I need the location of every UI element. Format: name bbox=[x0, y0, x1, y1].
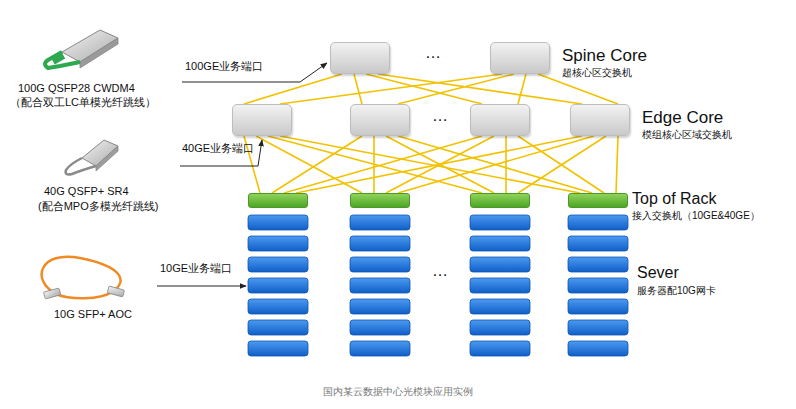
label-text: (配合MPO多模光纤跳线) bbox=[38, 200, 158, 213]
edge-switch bbox=[232, 104, 292, 136]
server-box bbox=[350, 341, 410, 356]
link-line bbox=[280, 74, 502, 104]
server-box bbox=[470, 341, 530, 356]
link-line bbox=[354, 74, 362, 104]
server-box bbox=[350, 278, 410, 293]
qsfp28-module bbox=[45, 30, 118, 68]
server-box bbox=[470, 236, 530, 251]
server-box bbox=[470, 215, 530, 230]
server-box bbox=[350, 299, 410, 314]
link-line bbox=[268, 136, 482, 193]
label-text: （配合双工LC单模光纤跳线） bbox=[10, 96, 156, 109]
edge-switch bbox=[470, 104, 530, 136]
link-line bbox=[244, 74, 342, 104]
port-label: 100GE业务端口 bbox=[185, 60, 263, 73]
link-line bbox=[505, 136, 507, 193]
server-racks bbox=[248, 215, 628, 356]
ellipsis: … bbox=[432, 262, 448, 280]
link-line bbox=[518, 74, 526, 104]
tor-switch bbox=[470, 193, 530, 208]
tier-title: Top of Rack bbox=[632, 190, 716, 208]
server-box bbox=[568, 215, 628, 230]
aoc-cable bbox=[42, 257, 125, 299]
tier-title: Edge Core bbox=[642, 108, 723, 128]
tor-switch bbox=[350, 193, 410, 208]
port-label: 10GE业务端口 bbox=[160, 262, 232, 275]
tor-switch bbox=[248, 193, 308, 208]
link-line bbox=[272, 136, 362, 193]
server-box bbox=[470, 299, 530, 314]
server-box bbox=[568, 320, 628, 335]
label-text: 40G QSFP+ SR4 bbox=[44, 185, 129, 198]
port-label: 40GE业务端口 bbox=[182, 142, 254, 155]
server-box bbox=[248, 341, 308, 356]
server-box bbox=[248, 299, 308, 314]
tier-title: Sever bbox=[637, 264, 679, 282]
server-box bbox=[350, 320, 410, 335]
link-line bbox=[296, 136, 582, 193]
caption: 国内某云数据中心光模块应用实例 bbox=[323, 386, 473, 398]
qsfp-plus-module bbox=[66, 140, 118, 175]
server-box bbox=[568, 341, 628, 356]
ellipsis: … bbox=[432, 107, 448, 125]
label-text: 10G SFP+ AOC bbox=[54, 308, 132, 321]
spine-switch bbox=[490, 42, 550, 74]
server-box bbox=[248, 215, 308, 230]
server-box bbox=[470, 278, 530, 293]
server-box bbox=[248, 278, 308, 293]
edge-switch bbox=[350, 104, 410, 136]
server-box bbox=[568, 299, 628, 314]
server-box bbox=[248, 320, 308, 335]
tor-switch bbox=[568, 193, 628, 208]
leader-arrow bbox=[180, 140, 262, 166]
server-box bbox=[568, 257, 628, 272]
server-box bbox=[470, 257, 530, 272]
tier-subtitle: 模组核心区域交换机 bbox=[642, 129, 732, 141]
server-box bbox=[568, 236, 628, 251]
edge-switch bbox=[570, 104, 630, 136]
server-box bbox=[470, 320, 530, 335]
link-line bbox=[256, 136, 362, 193]
tier-subtitle: 接入交换机（10GE&40GE） bbox=[632, 210, 760, 222]
server-box bbox=[350, 236, 410, 251]
server-box bbox=[568, 278, 628, 293]
server-box bbox=[248, 236, 308, 251]
link-line bbox=[616, 136, 618, 193]
tier-subtitle: 超核心区交换机 bbox=[562, 67, 632, 79]
link-line bbox=[373, 136, 375, 193]
link-line bbox=[538, 74, 618, 104]
server-box bbox=[350, 215, 410, 230]
spine-switch bbox=[330, 42, 390, 74]
link-line bbox=[398, 136, 594, 193]
link-line bbox=[284, 136, 482, 193]
tier-subtitle: 服务器配10G网卡 bbox=[637, 285, 716, 297]
link-line bbox=[518, 136, 606, 193]
label-text: 100G QSFP28 CWDM4 bbox=[18, 82, 135, 95]
server-box bbox=[248, 257, 308, 272]
tier-title: Spine Core bbox=[562, 46, 647, 66]
server-box bbox=[350, 257, 410, 272]
leader-arrow bbox=[157, 286, 246, 287]
ellipsis: … bbox=[425, 44, 441, 62]
link-line bbox=[398, 74, 514, 104]
